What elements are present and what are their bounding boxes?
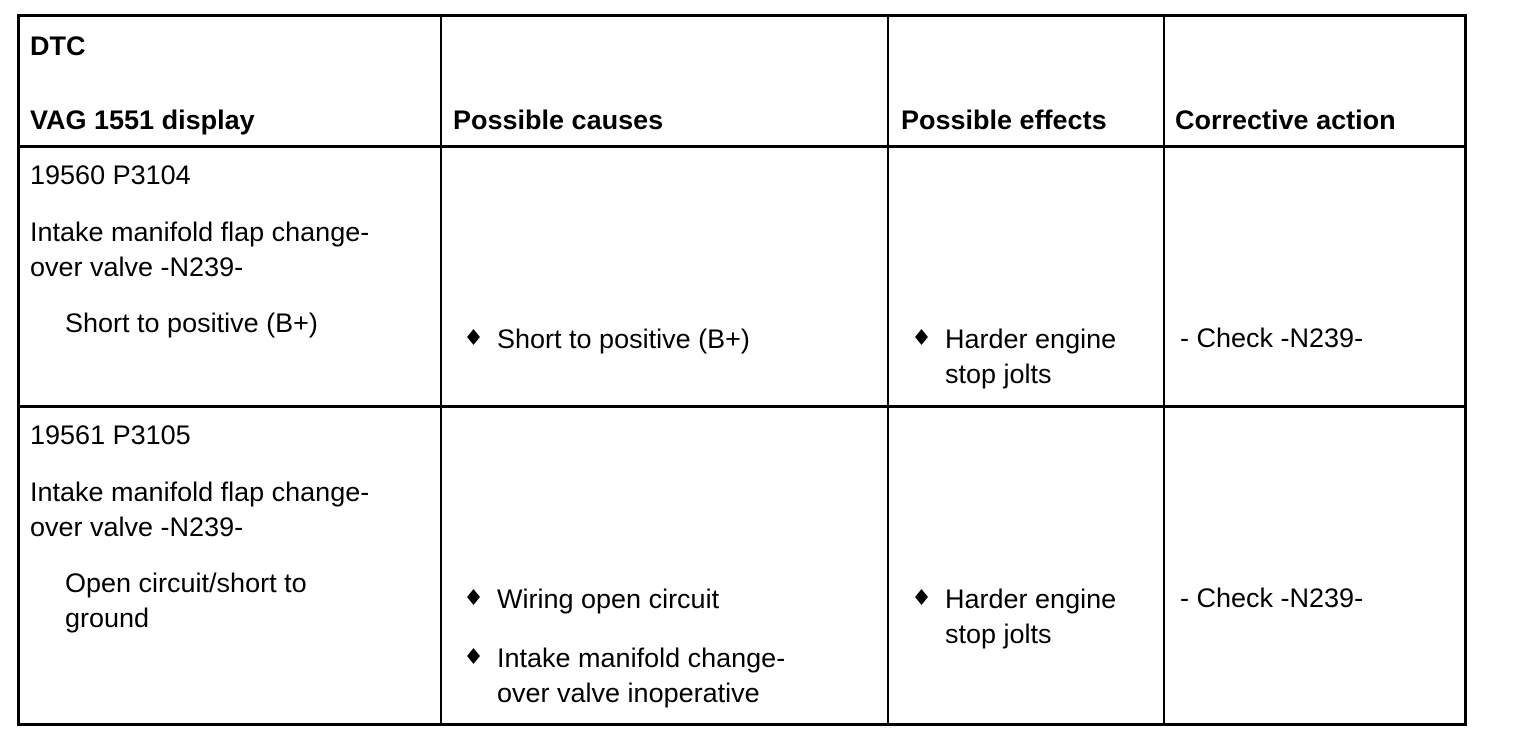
row2-cause1-line1: Wiring open circuit bbox=[497, 584, 720, 614]
row1-effect1-bullet-icon bbox=[915, 329, 928, 345]
row-divider bbox=[20, 405, 1464, 408]
row1-component-line1: Intake manifold flap change- bbox=[30, 217, 370, 247]
row2-cause2-line1: Intake manifold change- bbox=[497, 643, 786, 673]
header-divider bbox=[20, 145, 1464, 148]
row2-effect1-line2: stop jolts bbox=[945, 619, 1052, 649]
row2-component-line1: Intake manifold flap change- bbox=[30, 477, 370, 507]
row2-effect1-line1: Harder engine bbox=[945, 584, 1117, 614]
header-dtc: DTC bbox=[30, 31, 86, 61]
column-divider-1 bbox=[440, 17, 442, 723]
row1-corrective-action: - Check -N239- bbox=[1180, 323, 1364, 353]
row2-corrective-action: - Check -N239- bbox=[1180, 583, 1364, 613]
header-possible-effects: Possible effects bbox=[901, 105, 1107, 135]
row2-effect1-bullet-icon bbox=[915, 589, 928, 605]
header-corrective-action: Corrective action bbox=[1175, 105, 1396, 135]
row2-component-line2: over valve -N239- bbox=[30, 512, 244, 542]
row1-cause1-bullet-icon bbox=[467, 329, 480, 345]
row2-cause1-bullet-icon bbox=[467, 589, 480, 605]
row1-cause1-line1: Short to positive (B+) bbox=[497, 324, 750, 354]
row2-cause2-line2: over valve inoperative bbox=[497, 678, 760, 708]
row2-cause2-bullet-icon bbox=[467, 648, 480, 664]
row2-fault-line2: ground bbox=[65, 603, 150, 633]
row1-component-line2: over valve -N239- bbox=[30, 252, 244, 282]
row2-dtc-code: 19561 P3105 bbox=[30, 420, 191, 450]
row1-dtc-code: 19560 P3104 bbox=[30, 160, 191, 190]
dtc-table: DTC VAG 1551 display Possible causes Pos… bbox=[17, 14, 1467, 726]
row1-effect1-line1: Harder engine bbox=[945, 324, 1117, 354]
row2-fault-line1: Open circuit/short to bbox=[65, 568, 307, 598]
column-divider-3 bbox=[1163, 17, 1165, 723]
header-vag-display: VAG 1551 display bbox=[30, 105, 255, 135]
column-divider-2 bbox=[887, 17, 889, 723]
row1-fault-line1: Short to positive (B+) bbox=[65, 308, 318, 338]
row1-effect1-line2: stop jolts bbox=[945, 359, 1052, 389]
header-possible-causes: Possible causes bbox=[453, 105, 664, 135]
